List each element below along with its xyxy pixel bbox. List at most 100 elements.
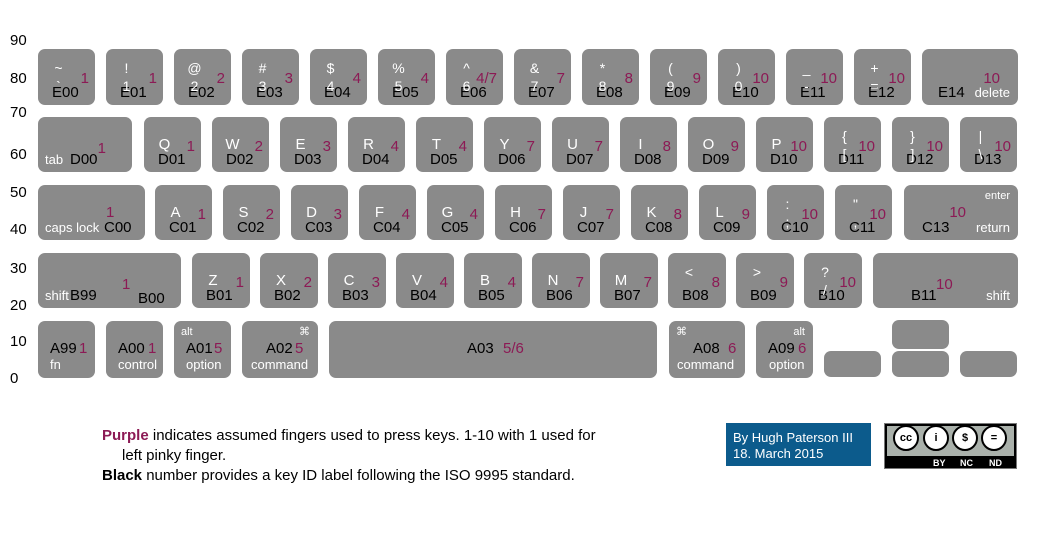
key-id-label: B06 [546, 287, 573, 304]
key-id-label: B01 [206, 287, 233, 304]
key-top-symbol: I [638, 136, 643, 153]
key-id-label: B10 [818, 287, 845, 304]
key-top-symbol: O [702, 136, 715, 153]
key-id-label: D13 [974, 151, 1002, 168]
finger-number: 1 [148, 340, 157, 357]
key-top-symbol: & [529, 60, 540, 76]
key-top-symbol: S [238, 204, 249, 221]
key-bottom-symbol: 6 [462, 78, 471, 94]
key-id-label: C09 [713, 219, 741, 236]
key-small-label: enter [984, 190, 1010, 202]
key-top-symbol: L [715, 204, 724, 221]
key-top-symbol: F [374, 204, 385, 221]
key-id-label: E07 [528, 84, 555, 101]
finger-number: 4 [439, 274, 448, 291]
key-id-label: D03 [294, 151, 322, 168]
key-top-symbol: Z [208, 272, 218, 289]
key-bottom-symbol: = [870, 78, 879, 94]
key-modifier-label: fn [50, 357, 61, 372]
key-id-label: D09 [702, 151, 730, 168]
key-top-symbol: W [225, 136, 240, 153]
key-bottom-symbol: 3 [258, 78, 267, 94]
finger-number: 7 [594, 138, 603, 155]
y-axis-label: 10 [10, 333, 27, 350]
finger-number: 1 [97, 140, 106, 157]
arrow-left-key [824, 351, 881, 377]
legend-purple-text: indicates assumed fingers used to press … [148, 427, 596, 444]
key-top-symbol: ! [124, 60, 129, 76]
key-id-label: B02 [274, 287, 301, 304]
key-id-label: A00 [118, 340, 145, 357]
key-bottom-symbol: 0 [734, 78, 743, 94]
finger-number: 8 [662, 138, 671, 155]
key-top-symbol: * [599, 60, 606, 76]
key-id-label: B03 [342, 287, 369, 304]
key-top-symbol: > [752, 264, 762, 280]
finger-number: 7 [643, 274, 652, 291]
key-id-label: B00 [138, 290, 165, 307]
legend-black-word: Black [102, 467, 143, 484]
finger-number: 4 [469, 206, 478, 223]
author-box: By Hugh Paterson III 18. March 2015 [726, 423, 871, 466]
finger-number: 10 [949, 204, 966, 221]
nc-icon: $ [952, 425, 978, 451]
finger-number: 3 [284, 70, 293, 87]
finger-number: 5 [214, 340, 223, 357]
key-top-symbol: < [684, 264, 694, 280]
key-id-label: A09 [768, 340, 795, 357]
key-bottom-symbol: 1 [122, 78, 131, 94]
finger-number: 3 [322, 138, 331, 155]
key-id-label: C04 [373, 219, 401, 236]
key-id-label: B08 [682, 287, 709, 304]
key-bottom-symbol: [ [842, 146, 847, 162]
key-bottom-symbol: \ [978, 146, 983, 162]
finger-number: 1 [197, 206, 206, 223]
key-id-label: B09 [750, 287, 777, 304]
key-top-symbol: D [306, 204, 317, 221]
key-id-label: E03 [256, 84, 283, 101]
key-top-symbol: ) [736, 60, 741, 76]
cc-icon: cc [893, 425, 919, 451]
key-bottom-symbol: 8 [598, 78, 607, 94]
key-id-label: C03 [305, 219, 333, 236]
y-axis-label: 20 [10, 297, 27, 314]
key-top-symbol: C [343, 272, 355, 289]
key-top-symbol: " [853, 196, 858, 212]
key-id-label: A99 [50, 340, 77, 357]
key-bottom-symbol: 2 [190, 78, 199, 94]
key-top-symbol: } [910, 128, 915, 144]
key-id-label: D07 [566, 151, 594, 168]
finger-number: 8 [711, 274, 720, 291]
legend-purple-text-2: left pinky finger. [122, 447, 227, 464]
key-id-label: E06 [460, 84, 487, 101]
key-modifier-label: control [118, 357, 158, 372]
finger-number: 10 [926, 138, 943, 155]
finger-number: 9 [741, 206, 750, 223]
finger-number: 10 [839, 274, 856, 291]
legend-black-text: number provides a key ID label following… [142, 467, 575, 484]
key-id-label: B99 [70, 287, 97, 304]
key-id-label: D11 [838, 151, 865, 168]
key-top-symbol: K [646, 204, 657, 221]
